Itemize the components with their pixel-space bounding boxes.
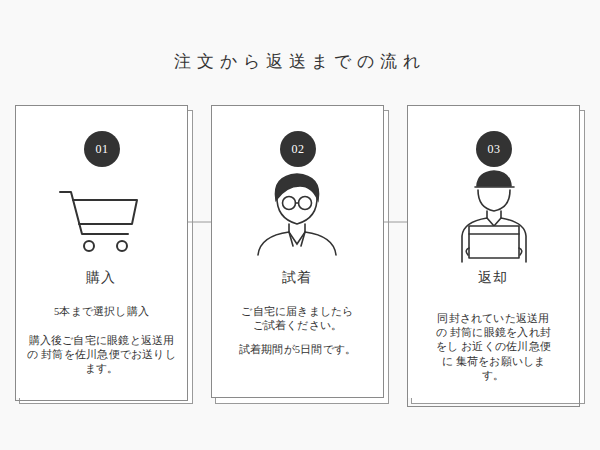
step-number-circle: 01 [84, 131, 120, 167]
step-description: 5本まで選択し購入 [54, 305, 149, 319]
person-glasses-icon [258, 174, 336, 255]
cart-icon [60, 192, 137, 251]
step-number-circle: 03 [476, 131, 512, 167]
card-ground [15, 105, 188, 398]
step-description: 同封されていた返送用の 封筒に眼鏡を入れ封をし お近くの佐川急便に 集荷をお願い… [433, 312, 555, 383]
flow-connector [384, 222, 407, 223]
page-title: 注文から返送までの流れ [0, 50, 600, 73]
delivery-person-icon [462, 171, 526, 262]
step-card: 試着ご自宅に届きましたら ご試着ください。試着期間が5日間です。 02 [211, 105, 384, 398]
step-card: 返却同封されていた返送用の 封筒に眼鏡を入れ封をし お近くの佐川急便に 集荷をお… [407, 105, 580, 407]
step-heading: 購入 [86, 270, 117, 287]
card-ground [407, 105, 580, 398]
flow-connector [188, 222, 211, 223]
step-description: 試着期間が5日間です。 [239, 343, 357, 357]
step-heading: 返却 [478, 270, 509, 287]
step-number-circle: 02 [280, 131, 316, 167]
step-number: 03 [487, 142, 500, 157]
step-description: ご自宅に届きましたら ご試着ください。 [241, 305, 355, 333]
step-number: 02 [291, 142, 304, 157]
card-ground [211, 105, 384, 398]
step-heading: 試着 [282, 270, 313, 287]
step-card: 購入 5本まで選択し購入購入後ご自宅に眼鏡と返送用の 封筒を佐川急便でお送りします… [15, 105, 188, 401]
step-number: 01 [95, 142, 108, 157]
step-description: 購入後ご自宅に眼鏡と返送用の 封筒を佐川急便でお送りします。 [24, 334, 180, 377]
